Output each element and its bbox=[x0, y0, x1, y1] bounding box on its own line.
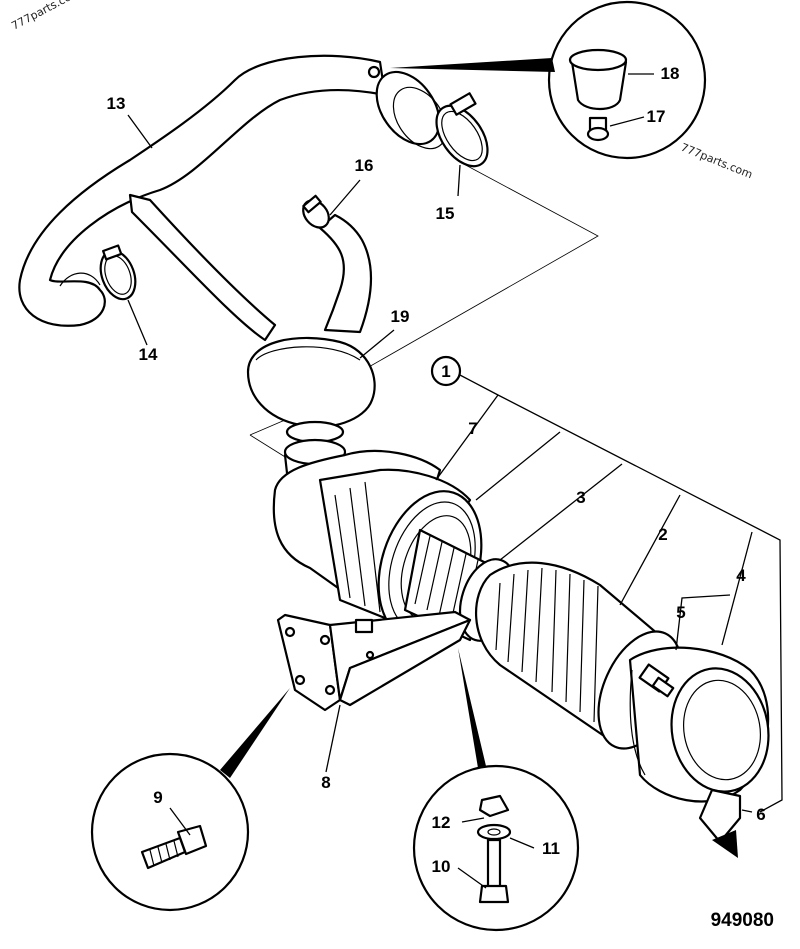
callout-labels: 1 2 3 4 5 6 7 8 9 10 11 12 13 14 15 16 1… bbox=[107, 64, 766, 876]
callout-1: 1 bbox=[441, 362, 450, 381]
vacuator-hose bbox=[302, 194, 373, 334]
callout-11: 11 bbox=[542, 839, 560, 858]
callout-6: 6 bbox=[756, 805, 765, 824]
cover-latch bbox=[638, 663, 675, 698]
callout-18: 18 bbox=[661, 64, 680, 83]
drawing-code: 949080 bbox=[711, 910, 774, 931]
hose-clamp-15 bbox=[435, 92, 489, 168]
callout-8: 8 bbox=[321, 773, 330, 792]
callout-3: 3 bbox=[576, 488, 585, 507]
watermark-detail-18: 777parts.com bbox=[679, 141, 755, 182]
detail-vacuator-cap bbox=[390, 0, 707, 160]
callout-19: 19 bbox=[391, 307, 410, 326]
detail-fasteners bbox=[412, 648, 580, 932]
vacuator-valve bbox=[698, 788, 742, 858]
pre-cleaner-cap bbox=[246, 336, 376, 444]
callout-13: 13 bbox=[107, 94, 126, 113]
leader-lines bbox=[127, 73, 783, 889]
callout-7: 7 bbox=[468, 419, 477, 438]
watermark-top-left: 777parts.com bbox=[9, 0, 82, 33]
callout-12: 12 bbox=[432, 813, 451, 832]
hose-clamp-14 bbox=[99, 244, 137, 301]
detail-bolt bbox=[90, 688, 290, 912]
callout-10: 10 bbox=[432, 857, 451, 876]
callout-15: 15 bbox=[436, 204, 455, 223]
callout-2: 2 bbox=[658, 525, 667, 544]
callout-5: 5 bbox=[676, 603, 685, 622]
intake-hose bbox=[18, 54, 448, 342]
callout-14: 14 bbox=[139, 345, 158, 364]
callout-17: 17 bbox=[647, 107, 666, 126]
mounting-bracket bbox=[276, 610, 472, 712]
callout-9: 9 bbox=[153, 788, 162, 807]
callout-4: 4 bbox=[736, 566, 746, 585]
callout-1-circle bbox=[430, 355, 462, 387]
callout-16: 16 bbox=[355, 156, 374, 175]
